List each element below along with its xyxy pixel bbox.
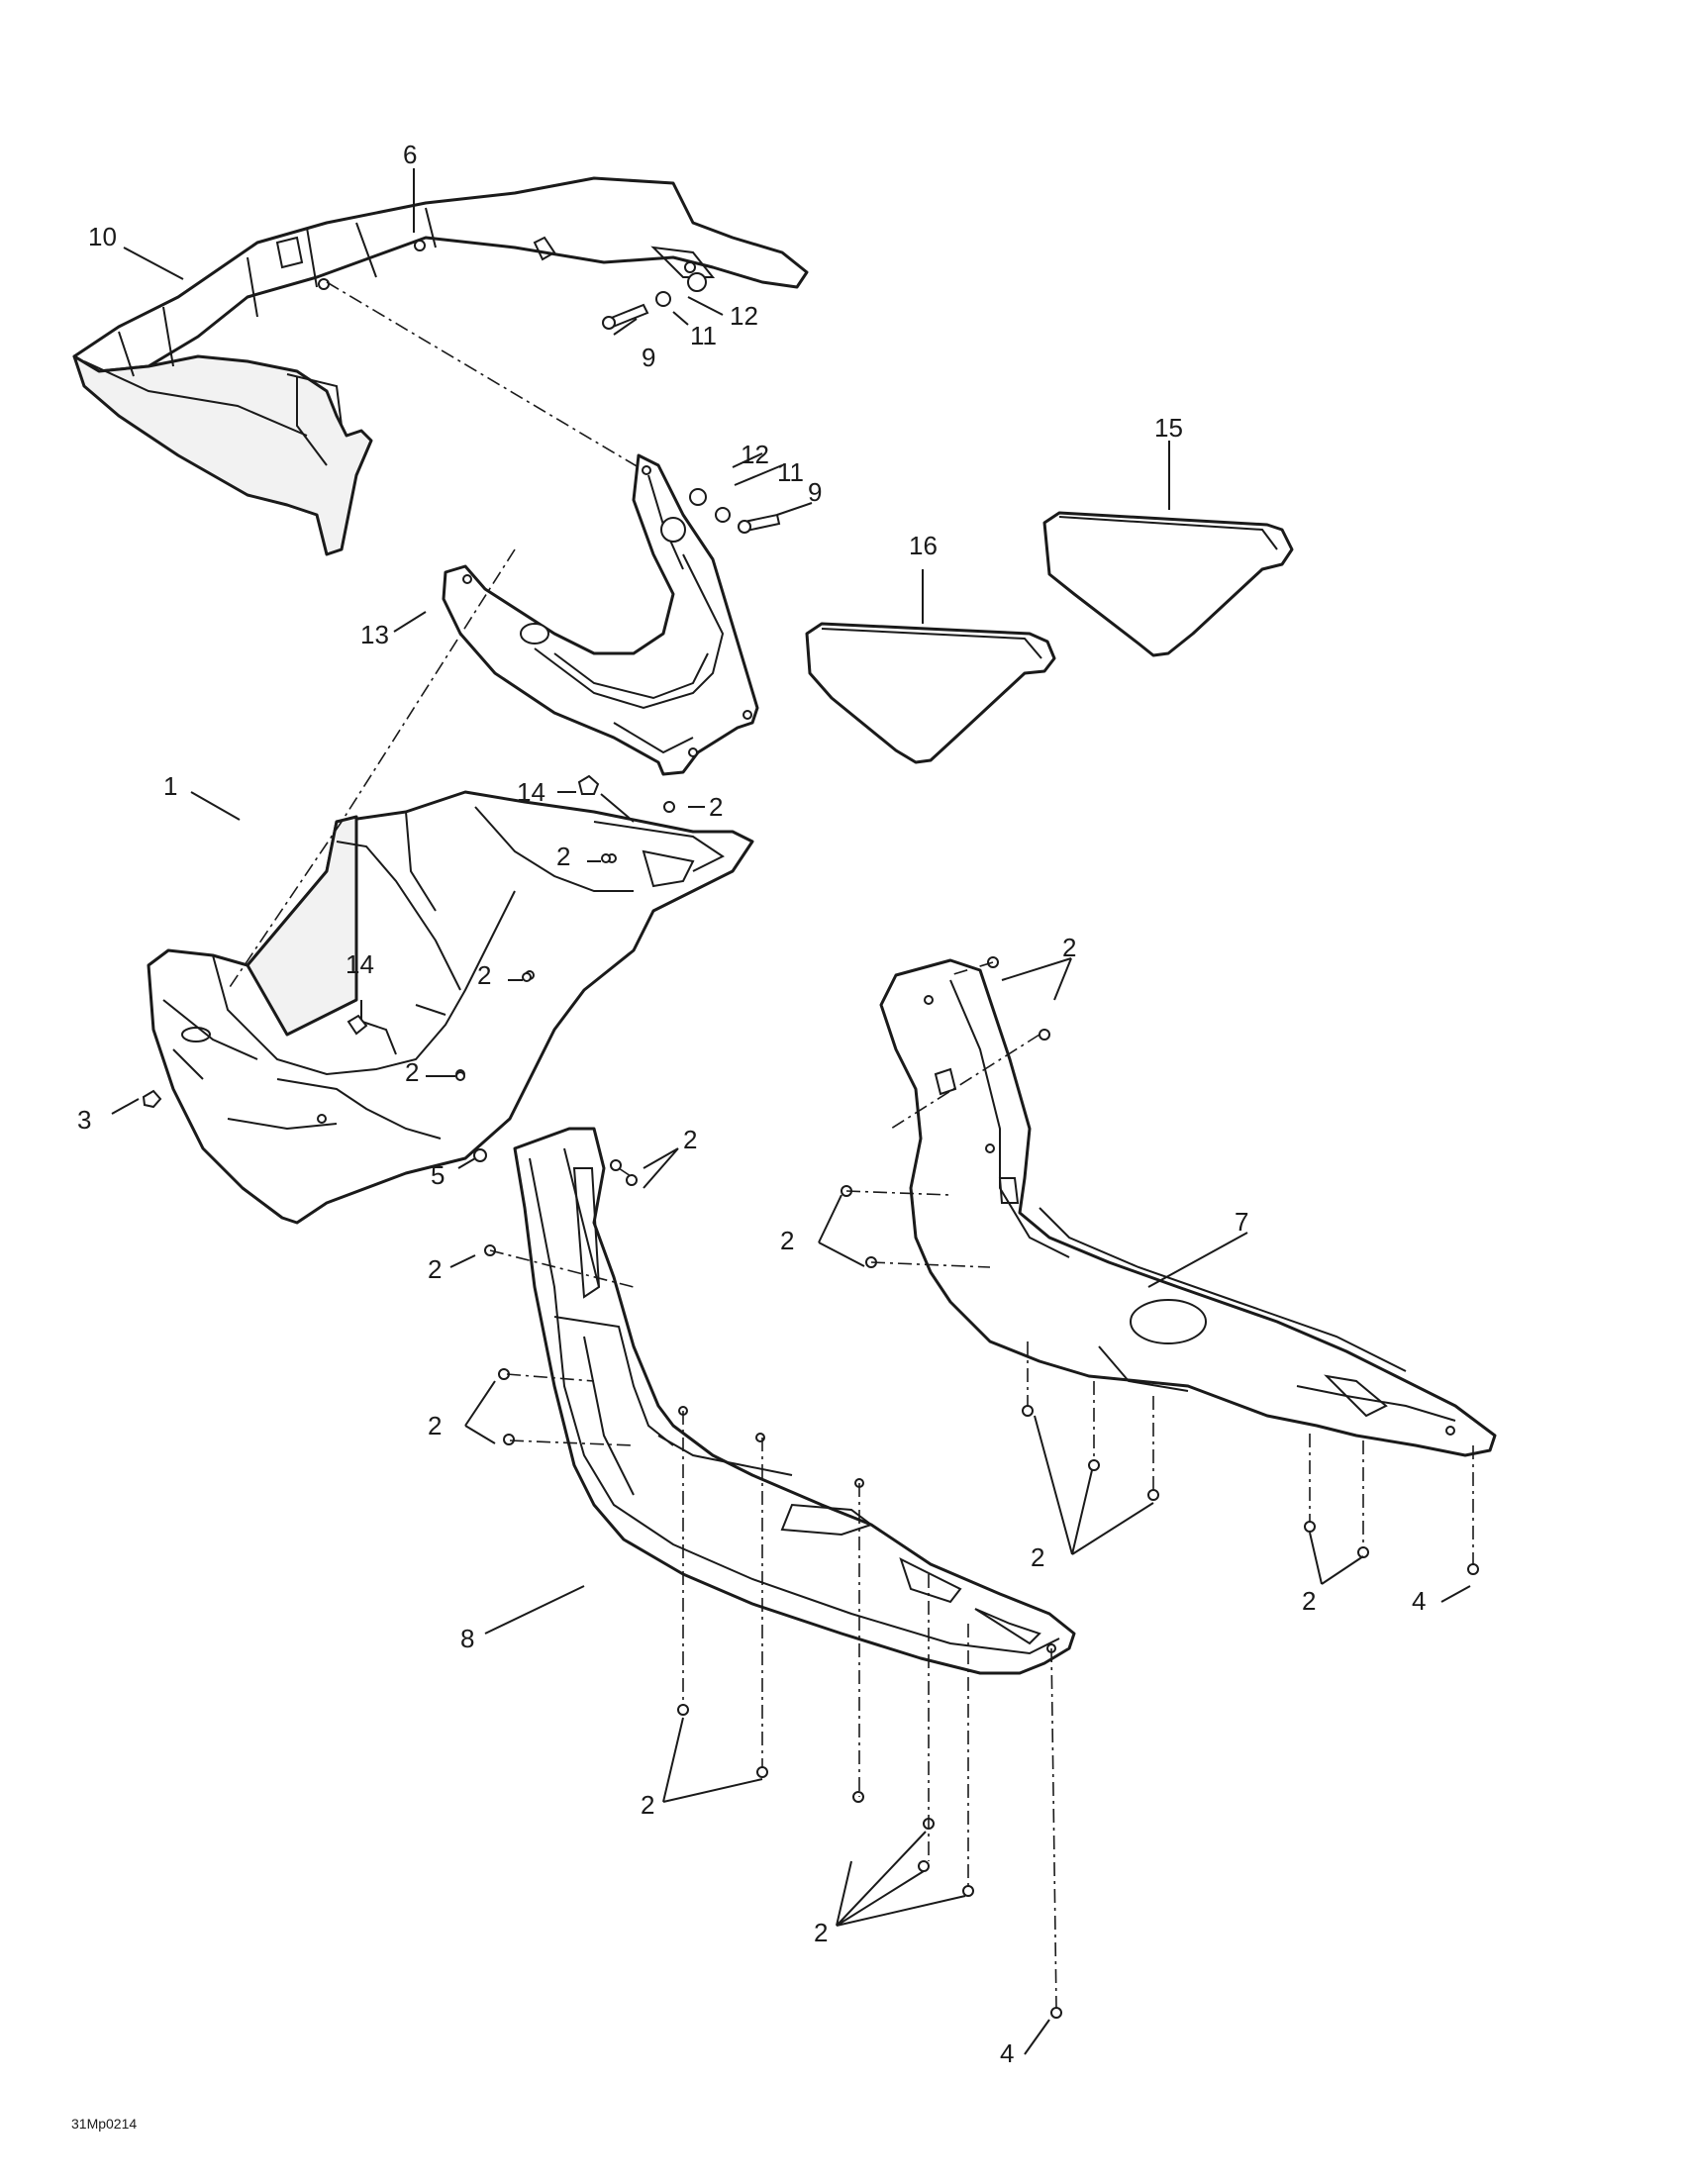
callout-2g: 2 bbox=[428, 1411, 442, 1440]
rivet-14-top bbox=[577, 774, 600, 795]
callout-2j: 2 bbox=[1031, 1542, 1044, 1572]
screw-2-top bbox=[663, 801, 675, 813]
part-8-left-rail bbox=[513, 1127, 1076, 1675]
callout-2i: 2 bbox=[780, 1226, 794, 1255]
callout-2m: 2 bbox=[814, 1918, 828, 1947]
washer-12-lower bbox=[689, 488, 707, 506]
callout-14a: 14 bbox=[517, 777, 545, 807]
screw-2-left bbox=[455, 1071, 465, 1081]
hardware-set-upper bbox=[602, 272, 707, 330]
callout-2c: 2 bbox=[477, 960, 491, 990]
screw-2-mid bbox=[601, 853, 611, 863]
washer-11-lower bbox=[715, 507, 731, 523]
part-7-right-rail bbox=[879, 958, 1497, 1457]
callout-8: 8 bbox=[460, 1624, 474, 1653]
screw-2-lower bbox=[522, 972, 532, 982]
hardware-set-lower bbox=[689, 488, 781, 534]
callout-10: 10 bbox=[88, 222, 117, 251]
washer-11-upper bbox=[655, 291, 671, 307]
part-15-side-panel bbox=[1042, 511, 1294, 657]
callout-15: 15 bbox=[1154, 413, 1183, 443]
callout-12b: 12 bbox=[741, 440, 769, 469]
part-13-v-bracket bbox=[442, 453, 759, 776]
callout-numbers: 6 10 12 11 9 12 11 9 15 16 13 1 14 2 2 2… bbox=[77, 140, 1426, 2068]
callout-9b: 9 bbox=[808, 477, 822, 507]
rivet-14-left bbox=[346, 1014, 368, 1036]
callout-6: 6 bbox=[403, 140, 417, 169]
callout-4a: 4 bbox=[1412, 1586, 1426, 1616]
callout-2b: 2 bbox=[556, 842, 570, 871]
callout-3: 3 bbox=[77, 1105, 91, 1135]
part-10-upper-frame bbox=[72, 176, 809, 556]
callout-2e: 2 bbox=[683, 1125, 697, 1154]
part-1-lower-body bbox=[147, 790, 754, 1225]
callout-2h: 2 bbox=[1062, 933, 1076, 962]
callout-13: 13 bbox=[360, 620, 389, 649]
callout-2l: 2 bbox=[641, 1790, 654, 1820]
fasteners-part-1 bbox=[142, 774, 675, 1162]
callout-2f: 2 bbox=[428, 1254, 442, 1284]
screw-5 bbox=[473, 1148, 487, 1162]
callout-5: 5 bbox=[431, 1160, 445, 1190]
dash-lines-part-7 bbox=[845, 961, 1474, 1564]
part-16-side-panel bbox=[805, 622, 1056, 764]
callout-14b: 14 bbox=[346, 949, 374, 979]
washer-12-upper bbox=[687, 272, 707, 292]
reference-code: 31Mp0214 bbox=[71, 2116, 137, 2132]
callout-11b: 11 bbox=[777, 457, 804, 487]
dash-line-13-1 bbox=[227, 548, 516, 991]
fasteners-part-8 bbox=[484, 1159, 1062, 2019]
callout-7: 7 bbox=[1235, 1207, 1248, 1237]
callout-12a: 12 bbox=[730, 301, 758, 331]
callout-16: 16 bbox=[909, 531, 938, 560]
callout-2a: 2 bbox=[709, 792, 723, 822]
screw-3 bbox=[142, 1089, 162, 1109]
callout-4b: 4 bbox=[1000, 2038, 1014, 2068]
dash-line-10-13 bbox=[326, 281, 644, 471]
dash-lines-part-8 bbox=[489, 1167, 1057, 2009]
callout-9a: 9 bbox=[642, 343, 655, 372]
callout-2d: 2 bbox=[405, 1057, 419, 1087]
callout-11a: 11 bbox=[690, 321, 717, 350]
callout-1: 1 bbox=[163, 771, 177, 801]
leader-lines bbox=[111, 168, 1471, 2055]
callout-2k: 2 bbox=[1302, 1586, 1316, 1616]
